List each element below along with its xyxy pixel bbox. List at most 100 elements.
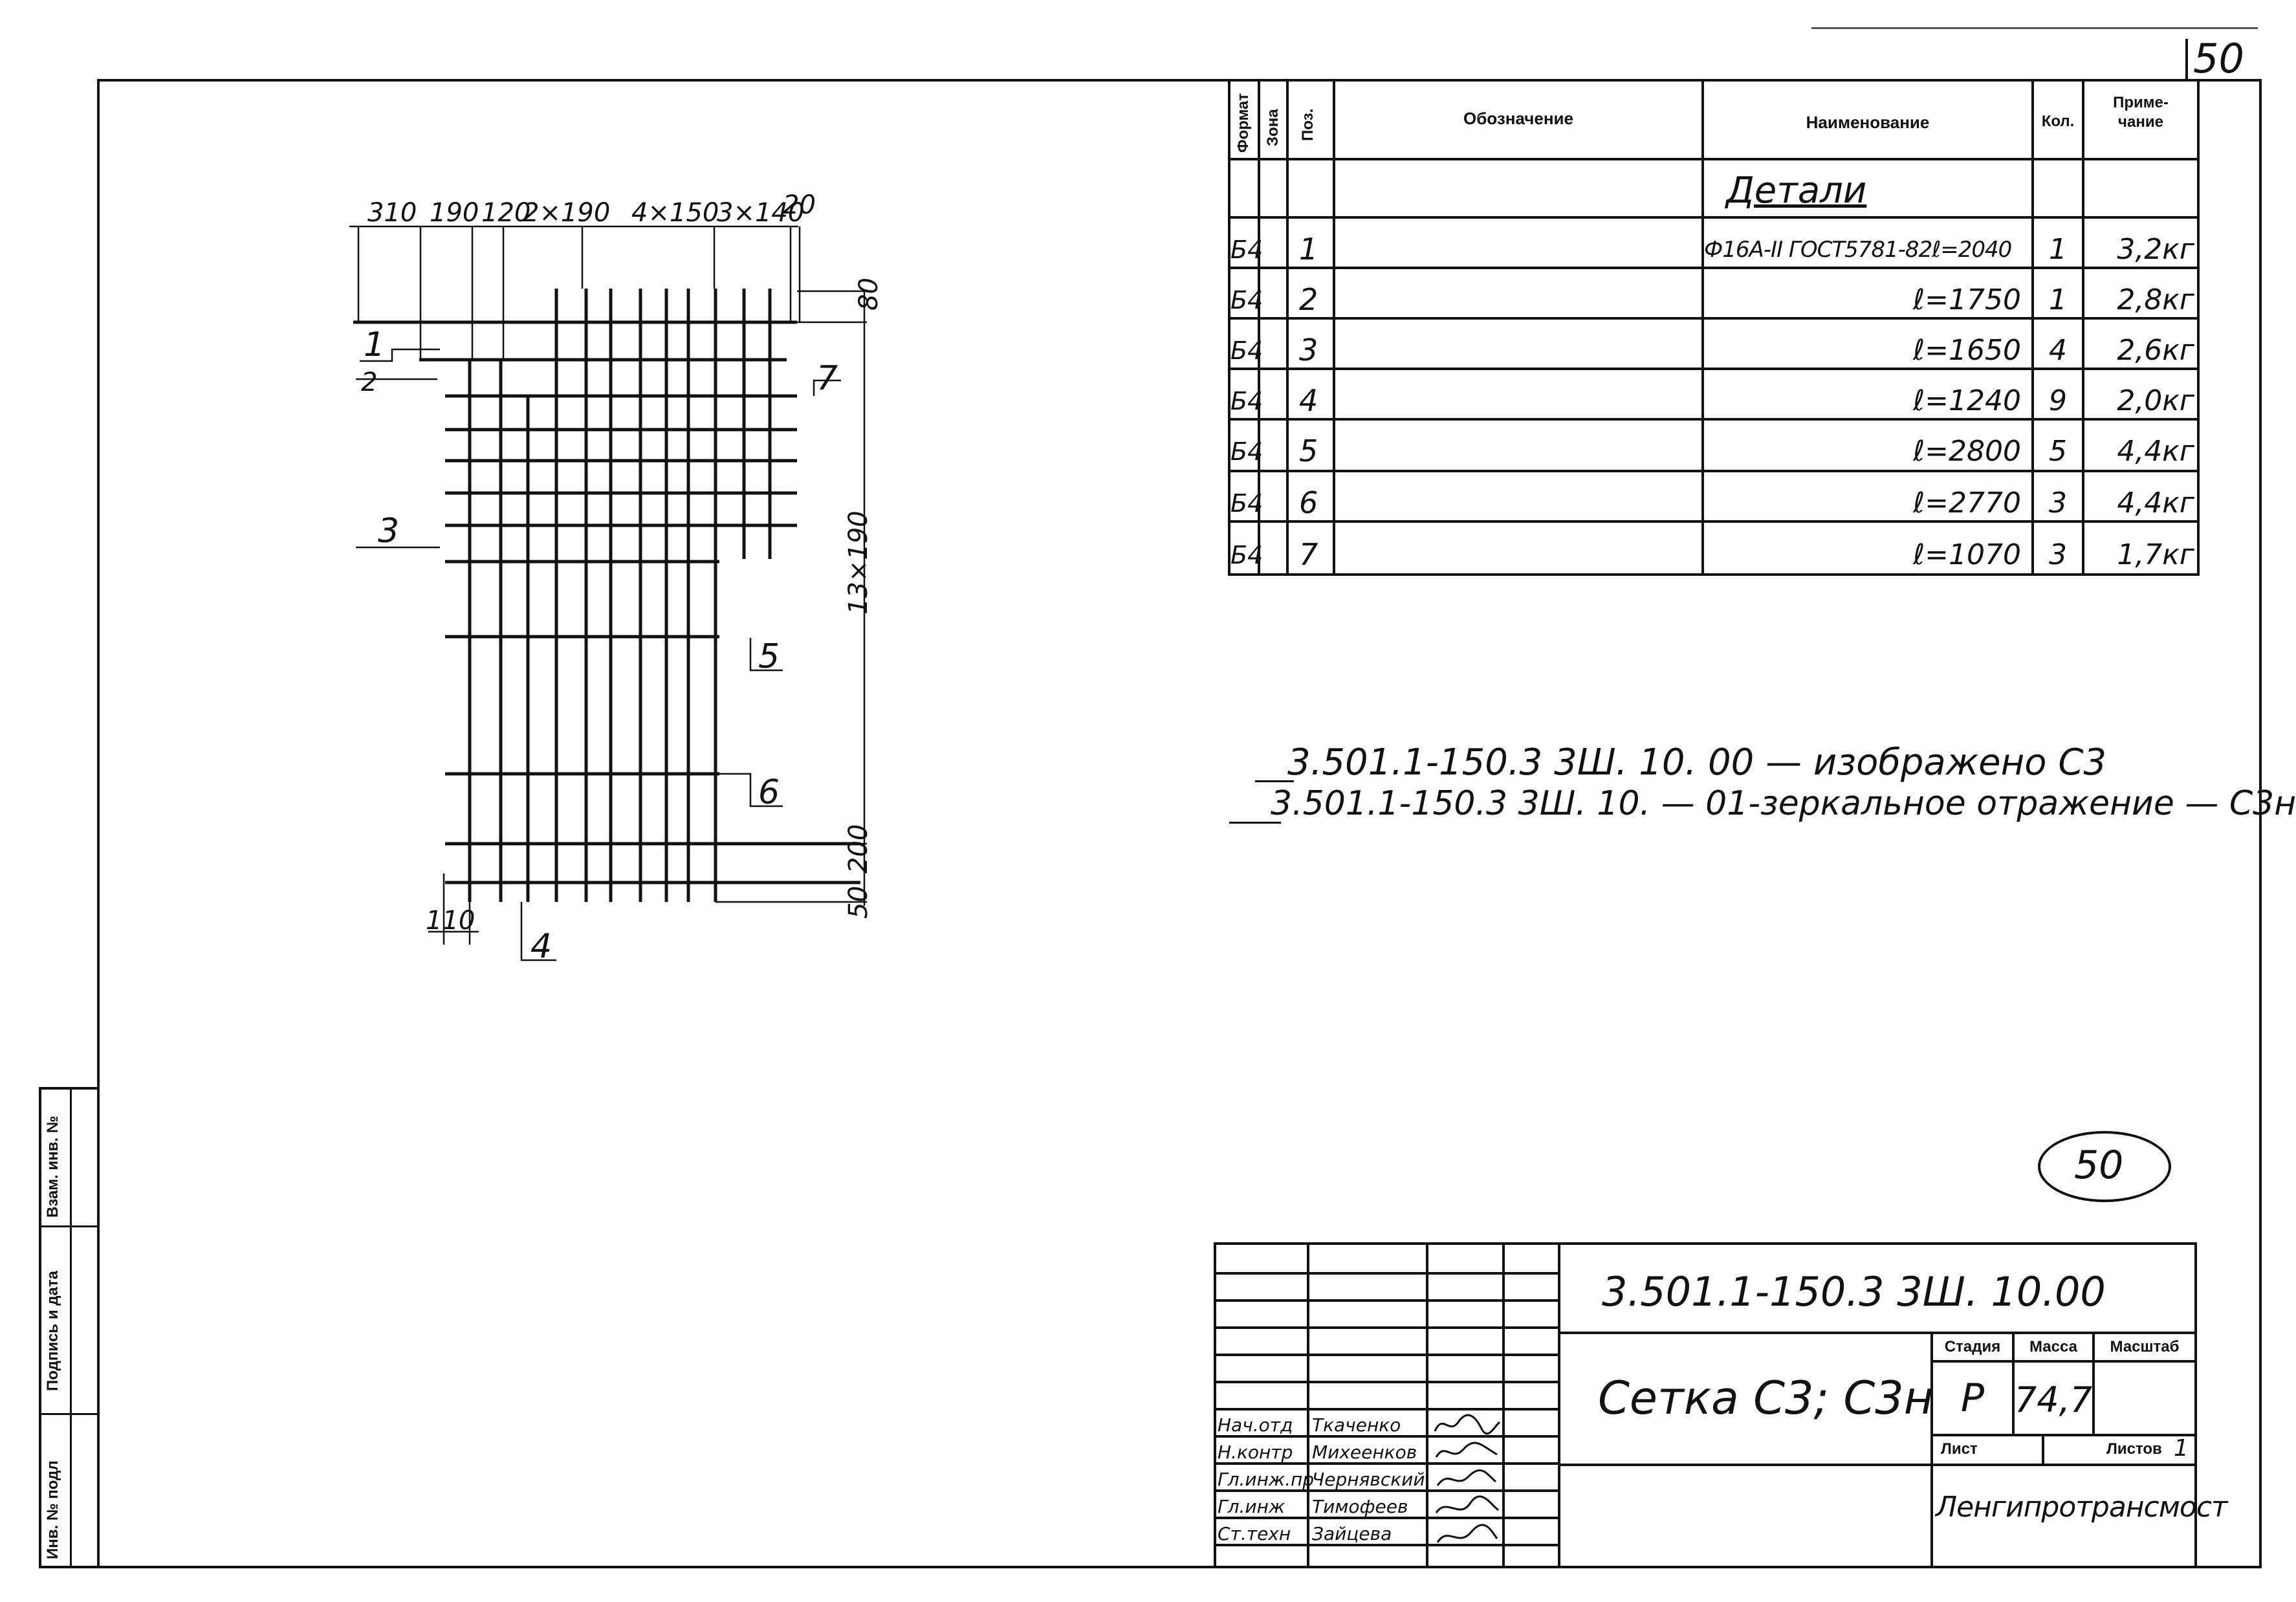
organization: Ленгипротрансмост xyxy=(1936,1491,2228,1524)
row-pos: 4 xyxy=(1299,383,1318,418)
signature-name: Зайцева xyxy=(1312,1523,1392,1544)
callout-5: 5 xyxy=(758,637,780,676)
row-pos: 1 xyxy=(1299,232,1318,267)
row-note: 2,8кг xyxy=(2117,283,2194,316)
document-code: 3.501.1-150.3 3Ш. 10.00 xyxy=(1602,1268,2106,1315)
title-block: 3.501.1-150.3 3Ш. 10.00 Сетка С3; С3н Ст… xyxy=(1214,1242,2228,1568)
row-qty: 3 xyxy=(2049,538,2067,571)
dim-190: 190 xyxy=(430,198,479,228)
mesh-bars xyxy=(353,289,860,902)
left-strip-sep-2 xyxy=(41,1413,97,1415)
row-format: Б4 xyxy=(1230,236,1263,264)
left-strip-sep-1 xyxy=(41,1225,97,1227)
row-name: ℓ=1070 xyxy=(1912,538,2021,571)
dim-110: 110 xyxy=(426,906,475,936)
header-name: Наименование xyxy=(1806,113,1930,132)
row-name: ℓ=1240 xyxy=(1912,384,2021,417)
dim-20: 20 xyxy=(783,190,816,220)
mass-value: 74,7 xyxy=(2014,1379,2093,1420)
header-qty: Кол. xyxy=(2041,113,2075,130)
row-note: 4,4кг xyxy=(2117,487,2194,520)
spec-table: Формат Зона Поз. Обозначение Наименовани… xyxy=(1228,79,2200,595)
drawing-frame xyxy=(97,79,2262,1568)
signature-role: Гл.инж.пр xyxy=(1218,1469,1315,1490)
dim-2x190: 2×190 xyxy=(523,198,610,228)
row-pos: 2 xyxy=(1299,282,1318,317)
sheet-label: Лист xyxy=(1941,1440,1978,1458)
mass-label: Масса xyxy=(2029,1338,2077,1355)
dim-80: 80 xyxy=(854,278,884,311)
row-name: ℓ=2800 xyxy=(1912,435,2021,468)
row-pos: 6 xyxy=(1299,485,1318,520)
signature-name: Чернявский xyxy=(1312,1469,1425,1490)
dim-200: 200 xyxy=(844,824,873,873)
sheets-value: 1 xyxy=(2174,1435,2189,1462)
row-note: 2,0кг xyxy=(2117,384,2194,417)
section-title-details: Детали xyxy=(1726,170,1867,212)
header-note: Приме- чание xyxy=(2113,94,2169,131)
sheets-label: Листов xyxy=(2106,1440,2162,1458)
row-name: ℓ=1750 xyxy=(1912,283,2021,316)
row-note: 3,2кг xyxy=(2117,233,2194,266)
row-pos: 5 xyxy=(1299,433,1318,468)
archive-stamp xyxy=(2038,1131,2171,1202)
archive-stamp-number: 50 xyxy=(2074,1143,2124,1188)
note-line-2-lead xyxy=(1229,822,1281,824)
row-format: Б4 xyxy=(1230,286,1263,314)
document-title: Сетка С3; С3н xyxy=(1598,1372,1934,1425)
dim-4x150: 4×150 xyxy=(631,198,719,228)
header-designation: Обозначение xyxy=(1463,109,1573,128)
row-qty: 5 xyxy=(2049,435,2067,468)
row-format: Б4 xyxy=(1230,489,1263,518)
dim-13x190: 13×190 xyxy=(844,510,873,615)
dim-120: 120 xyxy=(481,198,530,228)
row-name: Ф16А-II ГОСТ5781-82ℓ=2040 xyxy=(1704,237,2012,263)
signature-name: Тимофеев xyxy=(1312,1496,1408,1517)
callout-6: 6 xyxy=(758,773,780,812)
callout-1: 1 xyxy=(364,325,385,364)
title-block-grid xyxy=(1214,1242,2197,1568)
callout-3: 3 xyxy=(378,512,399,551)
signature-role: Н.контр xyxy=(1218,1442,1293,1463)
row-qty: 9 xyxy=(2049,384,2067,417)
callout-7: 7 xyxy=(816,359,838,398)
row-qty: 1 xyxy=(2049,233,2067,266)
row-format: Б4 xyxy=(1230,437,1263,466)
left-strip xyxy=(39,1087,100,1568)
left-strip-divider xyxy=(70,1090,72,1566)
callout-2: 2 xyxy=(361,368,377,397)
row-note: 4,4кг xyxy=(2117,435,2194,468)
row-format: Б4 xyxy=(1230,387,1263,415)
signature-name: Михеенков xyxy=(1312,1442,1417,1463)
row-qty: 4 xyxy=(2049,334,2067,367)
row-format: Б4 xyxy=(1230,541,1263,569)
sheet-number: 50 xyxy=(2193,35,2244,82)
row-qty: 3 xyxy=(2049,487,2067,520)
note-line-1: 3.501.1-150.3 3Ш. 10. 00 — изображено С3 xyxy=(1287,741,2107,784)
signature-name: Ткаченко xyxy=(1312,1414,1401,1436)
dim-3x140: 3×140 xyxy=(717,198,804,228)
row-name: ℓ=2770 xyxy=(1912,487,2021,520)
dim-50: 50 xyxy=(844,886,873,919)
row-format: Б4 xyxy=(1230,336,1263,365)
dimension-lines xyxy=(349,225,867,961)
row-qty: 1 xyxy=(2049,283,2067,316)
position-callouts: 1 2 3 4 5 6 7 xyxy=(361,325,838,966)
handwritten-signatures xyxy=(1434,1414,1501,1543)
row-name: ℓ=1650 xyxy=(1912,334,2021,367)
note-line-2: 3.501.1-150.3 3Ш. 10. — 01-зеркальное от… xyxy=(1271,784,2296,823)
signature-role: Гл.инж xyxy=(1218,1496,1285,1517)
stage-label: Стадия xyxy=(1944,1338,2001,1355)
row-pos: 3 xyxy=(1299,333,1318,368)
row-note: 2,6кг xyxy=(2117,334,2194,367)
sheet-number-box xyxy=(2185,39,2262,82)
note-line-1-lead xyxy=(1255,780,1294,782)
dimension-labels: 310 190 120 2×190 4×150 3×140 20 80 13×1… xyxy=(367,190,884,936)
scale-label: Масштаб xyxy=(2110,1338,2180,1355)
callout-4: 4 xyxy=(530,927,552,966)
top-edge-line xyxy=(1811,27,2258,29)
spec-table-grid xyxy=(1228,79,2200,576)
dim-310: 310 xyxy=(367,198,417,228)
signature-role: Ст.техн xyxy=(1218,1523,1291,1544)
